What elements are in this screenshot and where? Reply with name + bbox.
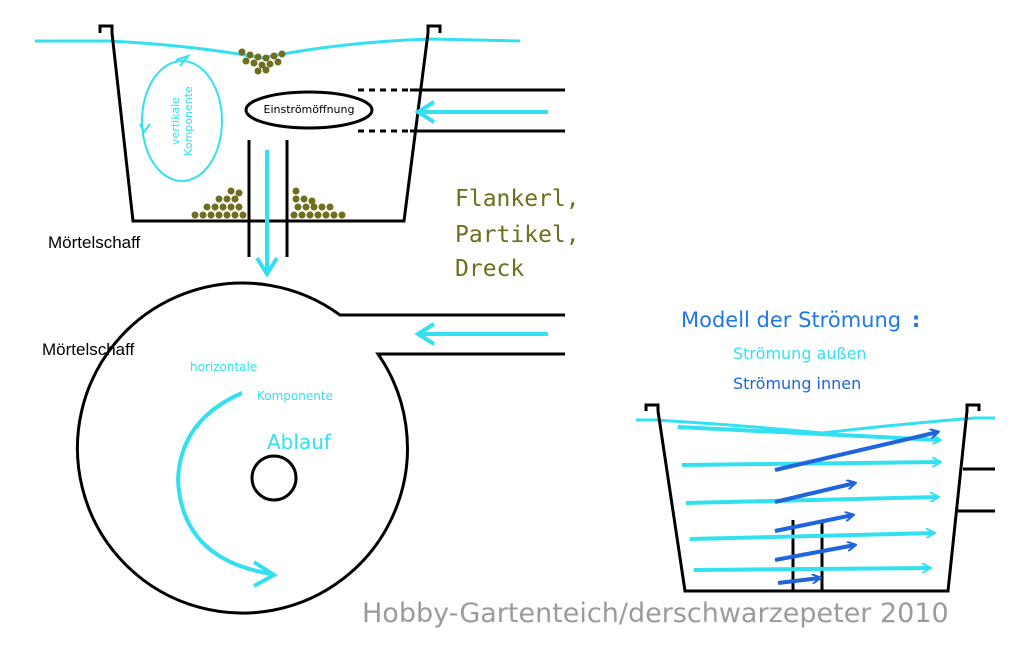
outer-arrow-5 (693, 568, 930, 570)
inner-arrow-3 (774, 515, 853, 533)
dirt-bottom-right (290, 187, 346, 219)
inner-arrow-4 (774, 545, 855, 562)
dirt-label-line2: Partikel, (455, 222, 580, 248)
model-water-surface (636, 416, 995, 435)
outer-arrow-4 (689, 533, 934, 541)
side-view-tub (35, 24, 565, 278)
drain-circle (250, 454, 298, 502)
outer-flow-label: Strömung außen (733, 344, 867, 363)
flow-model (636, 403, 995, 593)
tub-rim-left (98, 24, 114, 33)
horizontal-label-line2: Komponente (257, 389, 333, 403)
tub-label-bottom: Mörtelschaff (42, 340, 135, 359)
model-tub-outline (656, 410, 969, 593)
model-title-text: Modell der Strömung (681, 308, 902, 332)
vertical-label-line1: vertikale (169, 97, 182, 145)
vertical-circulation (141, 60, 223, 182)
drain-label: Ablauf (267, 430, 331, 454)
vertical-label-line2: Komponente (182, 86, 195, 156)
horizontal-swirl (175, 391, 273, 576)
inner-arrow-1 (774, 432, 938, 472)
inlet-opening (244, 90, 374, 130)
tub-top-outline (75, 281, 565, 615)
dirt-bottom-left (191, 187, 247, 219)
inner-arrow-2 (774, 483, 855, 504)
horizontal-label-line1: horizontale (190, 360, 258, 374)
tub-label-top: Mörtelschaff (48, 233, 141, 252)
model-title: Modell der Strömung : (681, 310, 920, 331)
dirt-label-line3: Dreck (455, 256, 525, 282)
vertical-component-label: vertikale Komponente (169, 86, 195, 156)
water-surface (35, 37, 521, 60)
tub-rim-right (426, 24, 442, 33)
inner-arrow-5 (777, 578, 820, 585)
dirt-surface (238, 48, 286, 75)
inflow-opening-label: Einströmöffnung (263, 103, 355, 116)
model-title-colon: : (911, 308, 921, 332)
top-view-tub (75, 281, 565, 615)
dirt-label-line1: Flankerl, (455, 186, 580, 212)
watermark: Hobby-Gartenteich/derschwarzepeter 2010 (362, 598, 949, 629)
outer-arrow-1 (677, 425, 940, 440)
inner-flow-label: Strömung innen (733, 374, 862, 393)
outer-arrow-3 (685, 497, 938, 505)
